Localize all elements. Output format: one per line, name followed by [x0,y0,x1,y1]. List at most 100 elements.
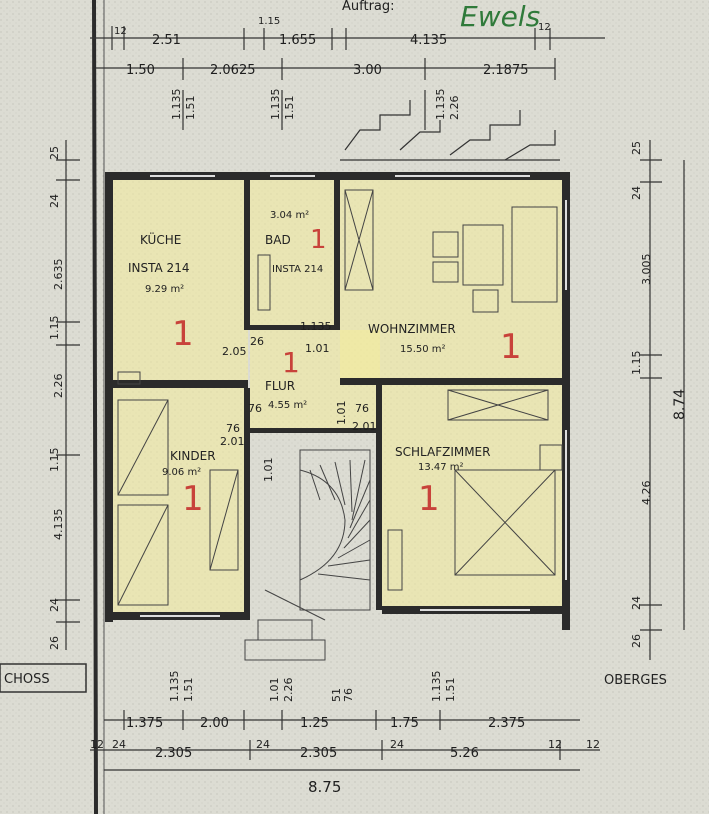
dim-top-5: 4.135 [410,33,447,48]
interior-dimensions: 2.05 1.135 1.01 76 1.01 76 2.01 1.01 76 … [220,320,377,482]
left-margin-line [92,0,98,814]
dim-top-4: 1.655 [279,33,316,48]
room-kitchen-name: KÜCHE [140,231,181,247]
room-hall-area: 4.55 m² [268,400,307,411]
room-bath-mark: 1 [310,225,327,255]
dim-top-v5: 1.135 [434,89,447,121]
dim-top-v6: 2.26 [448,96,461,121]
room-bedroom-name: SCHLAFZIMMER [395,445,490,459]
dim-top-3: 1.15 [258,16,280,27]
dim-right-8: 26 [630,634,643,648]
dim-bot-10: 2.305 [300,746,337,761]
dim-int-11: 26 [250,335,264,348]
room-child: KINDER 9.06 m² 1 [162,449,216,519]
dim-top-8: 2.0625 [210,63,256,78]
dim-right-1: 25 [630,141,643,155]
dim-left-1: 25 [48,146,61,160]
dim-left-4: 1.15 [48,316,61,341]
floor-label-right: OBERGES [604,673,667,688]
dim-top-2: 2.51 [152,33,181,48]
dim-left-3: 2.635 [52,259,65,291]
bottom-vertical-dimensions: 1.135 1.51 1.01 2.26 51 76 1.135 1.51 [168,671,457,703]
dim-int-4: 76 [248,402,262,415]
room-hall-mark: 1 [282,346,300,379]
dim-bot-11: 24 [390,738,404,751]
dim-int-2: 1.135 [300,320,332,333]
dim-bot-8: 2.305 [155,746,192,761]
room-bedroom: SCHLAFZIMMER 13.47 m² 1 [395,445,490,519]
handwritten-name: Ewels [460,0,540,33]
dim-bot-12: 5.26 [450,746,479,761]
floor-label-left-text: CHOSS [4,672,50,687]
dim-top-9: 3.00 [353,63,382,78]
dim-bot-v8: 1.51 [444,678,457,703]
staircase [244,449,371,661]
dim-top-1: 12 [114,26,127,37]
room-bath-note: INSTA 214 [272,264,323,275]
dim-bot-7: 24 [112,738,126,751]
dim-right-4: 1.15 [630,351,643,376]
dim-left-5: 2.26 [52,374,65,399]
left-dimension-texts: 25 24 2.635 1.15 2.26 1.15 4.135 24 26 [48,146,65,650]
dim-top-v3: 1.135 [269,89,282,121]
dim-bot-5: 2.375 [488,716,525,731]
dim-total-width: 8.75 [308,778,341,796]
dim-right-7: 24 [630,596,643,610]
interior-walls [113,180,562,612]
dim-bot-6: 12 [90,738,104,751]
room-hall: 1 FLUR 4.55 m² [265,346,307,411]
room-hall-name: FLUR [265,379,295,393]
room-kitchen: KÜCHE INSTA 214 9.29 m² 1 [128,231,194,354]
dim-bot-v2: 1.51 [182,678,195,703]
dim-int-6: 76 [355,402,369,415]
room-living-area: 15.50 m² [400,344,446,355]
top-dimension-lines [90,26,605,130]
room-bath: 3.04 m² BAD 1 INSTA 214 [265,210,327,275]
dim-bot-4: 1.75 [390,716,419,731]
room-living-mark: 1 [500,327,522,367]
top-dimension-texts: 12 2.51 1.15 1.655 4.135 12 1.50 2.0625 … [114,16,551,120]
room-kitchen-area: 9.29 m² [145,284,184,295]
left-dimension-lines [56,140,80,650]
dim-left-7: 4.135 [52,509,65,541]
dim-int-5: 1.01 [335,401,348,426]
dim-bot-v7: 1.135 [430,671,443,703]
room-child-name: KINDER [170,449,216,463]
dim-left-2: 24 [48,194,61,208]
dim-right-2: 24 [630,186,643,200]
dim-right-3: 3.005 [640,254,653,286]
dim-bot-v5: 51 [330,688,343,702]
room-bedroom-area: 13.47 m² [418,462,464,473]
dim-top-v1: 1.135 [170,89,183,121]
dim-left-8: 24 [48,598,61,612]
floor-label-left: CHOSS [0,663,87,693]
dim-top-v4: 1.51 [283,96,296,121]
dim-top-7: 1.50 [126,63,155,78]
dim-bot-9: 24 [256,738,270,751]
room-bath-name: BAD [265,233,291,247]
dim-int-9: 76 [226,422,240,435]
room-kitchen-mark: 1 [172,314,194,354]
dim-top-6: 12 [538,22,551,33]
room-kitchen-note: INSTA 214 [128,261,189,275]
dim-bot-v4: 2.26 [282,678,295,703]
dim-int-1: 2.05 [222,345,247,358]
room-bedroom-mark: 1 [418,479,440,519]
dim-bot-14: 12 [586,738,600,751]
bottom-dimension-texts: 1.375 2.00 1.25 1.75 2.375 12 24 2.305 2… [90,716,600,796]
dim-bot-v6: 76 [342,688,355,702]
dim-bot-1: 1.375 [126,716,163,731]
balcony-sketch [340,100,560,161]
right-dimension-lines [640,140,685,660]
dim-bot-13: 12 [548,738,562,751]
dim-right-6: 4.26 [640,481,653,506]
room-living: WOHNZIMMER 15.50 m² 1 [368,322,522,367]
dim-left-9: 26 [48,636,61,650]
dim-top-10: 2.1875 [483,63,529,78]
dim-int-8: 1.01 [262,458,275,483]
dim-left-6: 1.15 [48,448,61,473]
dim-bot-v3: 1.01 [268,678,281,703]
dim-bot-v1: 1.135 [168,671,181,703]
furniture [117,189,563,606]
